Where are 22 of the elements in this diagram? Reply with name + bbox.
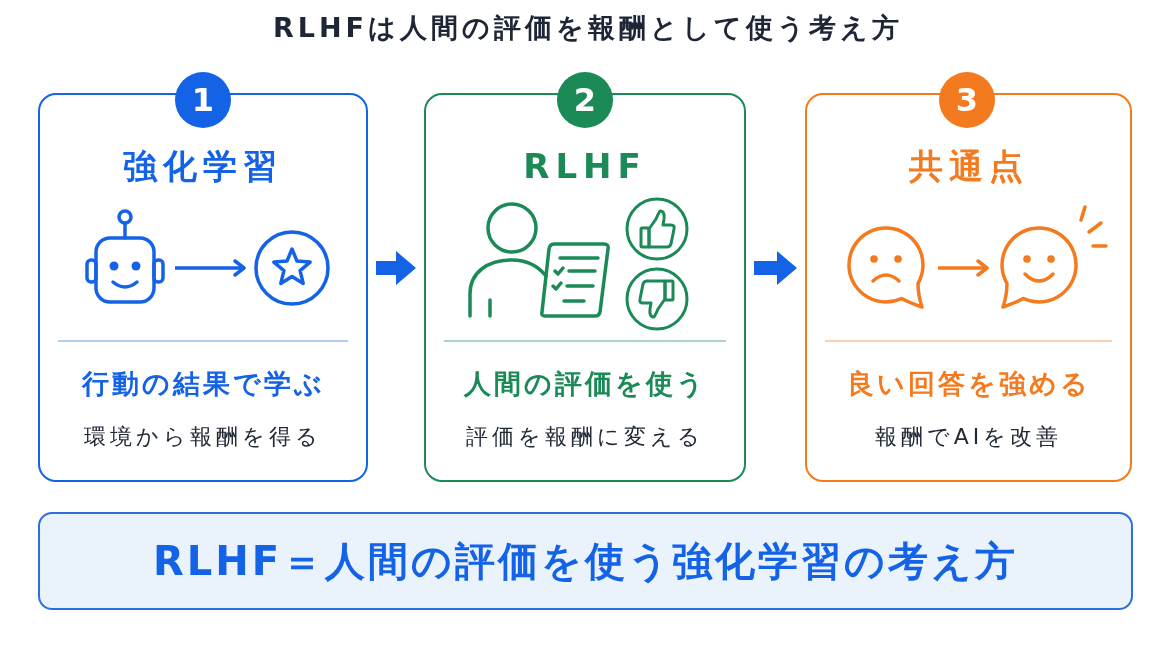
arrow: [938, 259, 989, 277]
summary-banner: [38, 512, 1133, 610]
arrow: [376, 251, 416, 285]
card-subtitle: 良い回答を強める: [846, 367, 1091, 401]
card-title: 共通点: [908, 145, 1029, 188]
step-number-badge: 1: [175, 72, 231, 128]
arrow: [175, 259, 246, 277]
step-number-badge: 3: [939, 72, 995, 128]
card-description: 報酬でAIを改善: [874, 423, 1063, 451]
summary-text: RLHF＝人間の評価を使う強化学習の考え方: [152, 537, 1019, 586]
card-subtitle: 人間の評価を使う: [463, 367, 707, 401]
card-description: 評価を報酬に変える: [466, 423, 704, 451]
sad-face-icon: [844, 225, 928, 311]
card-title: RLHF: [523, 145, 647, 188]
card-subtitle: 行動の結果で学ぶ: [81, 367, 325, 401]
happy-face-icon: [997, 202, 1109, 312]
arrow: [754, 251, 797, 285]
robot-icon: [85, 208, 165, 306]
step-number-badge: 2: [557, 72, 613, 128]
card-title: 強化学習: [123, 145, 283, 188]
card-description: 環境から報酬を得る: [84, 423, 322, 451]
diagram-title: RLHFは人間の評価を報酬として使う考え方: [273, 11, 903, 45]
